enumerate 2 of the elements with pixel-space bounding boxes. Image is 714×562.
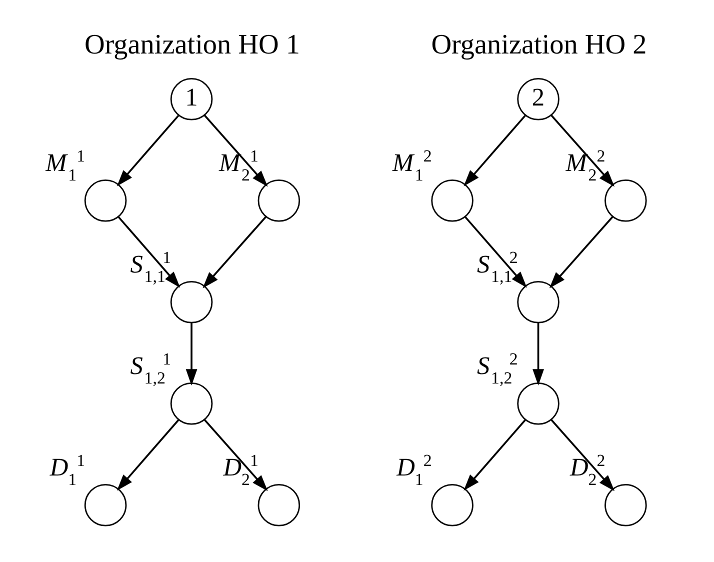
label: Organization HO 2: [430, 29, 646, 60]
label: Organization HO 1: [84, 29, 300, 60]
